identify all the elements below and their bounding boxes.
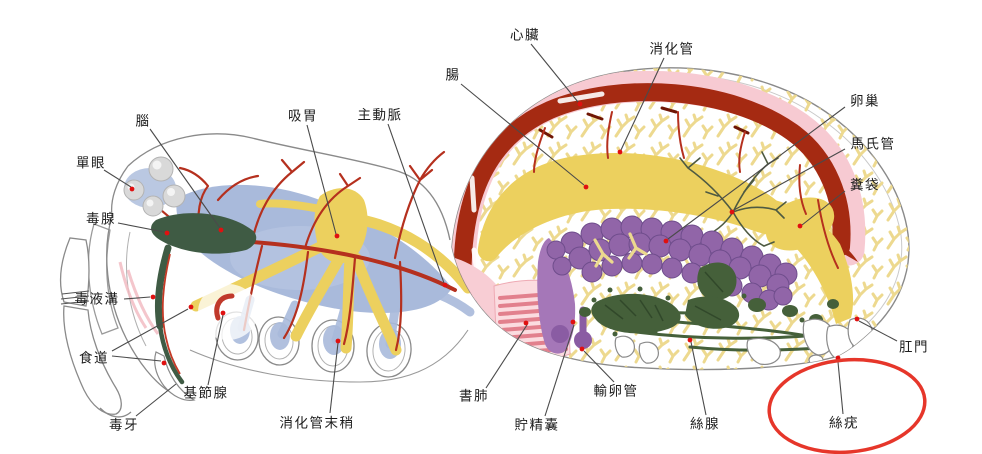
abdomen-vessels	[533, 111, 839, 269]
label-intestine: 腸	[445, 67, 461, 83]
cephalothorax-group	[60, 133, 475, 418]
leg-outlines	[60, 223, 132, 418]
leader-dots	[129, 101, 860, 366]
label-venom-groove: 毒液溝	[74, 291, 120, 307]
label-oviduct: 輸卵管	[593, 383, 639, 399]
ventral-outline	[189, 329, 469, 383]
label-simple-eye: 單眼	[76, 155, 106, 171]
label-esophagus: 食道	[79, 350, 109, 366]
label-seminal-receptacle: 貯精囊	[514, 417, 560, 433]
label-stercoral-pocket: 糞袋	[850, 177, 880, 193]
heart-highlights	[469, 91, 605, 269]
label-digestive-tract-terminal: 消化管末稍	[279, 415, 355, 431]
label-coxal-gland: 基節腺	[183, 385, 229, 401]
label-book-lung: 書肺	[459, 388, 489, 404]
heart-ostia	[538, 106, 750, 139]
heart-shape	[453, 83, 851, 305]
eyes	[123, 156, 186, 217]
highlight-ellipse-annotation	[767, 357, 927, 454]
ovary-shape	[546, 215, 798, 311]
diverticula-over-ovary	[593, 232, 648, 268]
label-venom-fang: 毒牙	[109, 417, 139, 433]
spinnerets-shape	[614, 317, 873, 370]
label-spinneret: 絲疣	[829, 415, 859, 431]
venom-gland-shape	[151, 213, 257, 401]
label-anus: 肛門	[899, 339, 929, 355]
abdomen-group	[451, 67, 910, 371]
label-malpighian-tubule: 馬氏管	[850, 136, 896, 152]
label-aorta: 主動脈	[357, 107, 403, 123]
label-heart: 心臟	[510, 27, 540, 43]
label-digestive-tract: 消化管	[649, 41, 695, 57]
label-venom-gland: 毒腺	[86, 211, 116, 227]
label-brain: 腦	[135, 113, 151, 129]
sucking-stomach-shape	[190, 188, 474, 356]
label-ovary: 卵巢	[850, 93, 880, 109]
leg-break-hatch	[60, 290, 90, 305]
label-silk-gland: 絲腺	[690, 416, 720, 432]
coxal-gland-shape	[198, 284, 258, 340]
label-sucking-stomach: 吸胃	[288, 108, 318, 124]
leader-lines	[103, 43, 898, 417]
